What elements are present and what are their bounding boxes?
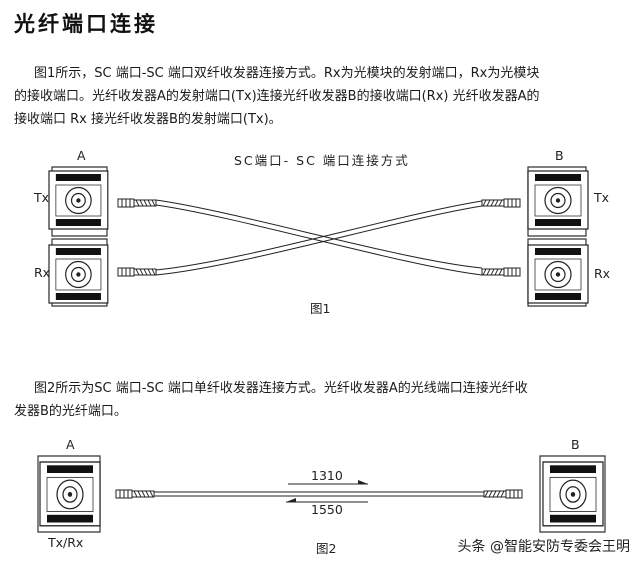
figure1-label-a: A [77, 148, 86, 163]
figure1-caption: 图1 [310, 301, 331, 316]
page-title: 光纤端口连接 [14, 11, 158, 36]
paragraph-1-line-3: 接收端口 Rx 接光纤收发器B的发射端口(Tx)。 [14, 112, 282, 127]
figure1-label-b: B [555, 148, 564, 163]
paragraph-2-line-2: 发器B的光纤端口。 [14, 404, 127, 419]
figure1-rx-left: Rx [34, 265, 51, 280]
transceiver-a-fig2 [37, 455, 101, 533]
figure2-txrx: Tx/Rx [48, 535, 84, 550]
paragraph-1-line-1: 图1所示，SC 端口-SC 端口双纤收发器连接方式。Rx为光模块的发射端口，Rx… [34, 66, 540, 81]
figure2-label-a: A [66, 437, 75, 452]
direction-arrow-left [286, 498, 368, 503]
paragraph-2-line-1: 图2所示为SC 端口-SC 端口单纤收发器连接方式。光纤收发器A的光线端口连接光… [34, 381, 528, 396]
watermark: 头条 @智能安防专委会王明 [457, 539, 630, 555]
figure1-heading: SC端口- SC 端口连接方式 [234, 153, 410, 168]
transceiver-b-fig2 [539, 455, 606, 533]
transceiver-b-fig1 [527, 166, 589, 307]
wavelength-1550: 1550 [311, 502, 343, 517]
figure2-caption: 图2 [316, 541, 337, 556]
direction-arrow-right [288, 480, 368, 485]
transceiver-a-fig1 [48, 166, 109, 307]
figure2-label-b: B [571, 437, 580, 452]
figure1-tx-right: Tx [594, 190, 610, 205]
figure1-rx-right: Rx [594, 266, 611, 281]
crossed-fiber-cables [155, 199, 483, 276]
wavelength-1310: 1310 [311, 468, 343, 483]
figure1-tx-left: Tx [34, 190, 50, 205]
single-fiber-cable [115, 489, 523, 499]
paragraph-1-line-2: 的接收端口。光纤收发器A的发射端口(Tx)连接光纤收发器B的接收端口(Rx) 光… [14, 89, 540, 104]
